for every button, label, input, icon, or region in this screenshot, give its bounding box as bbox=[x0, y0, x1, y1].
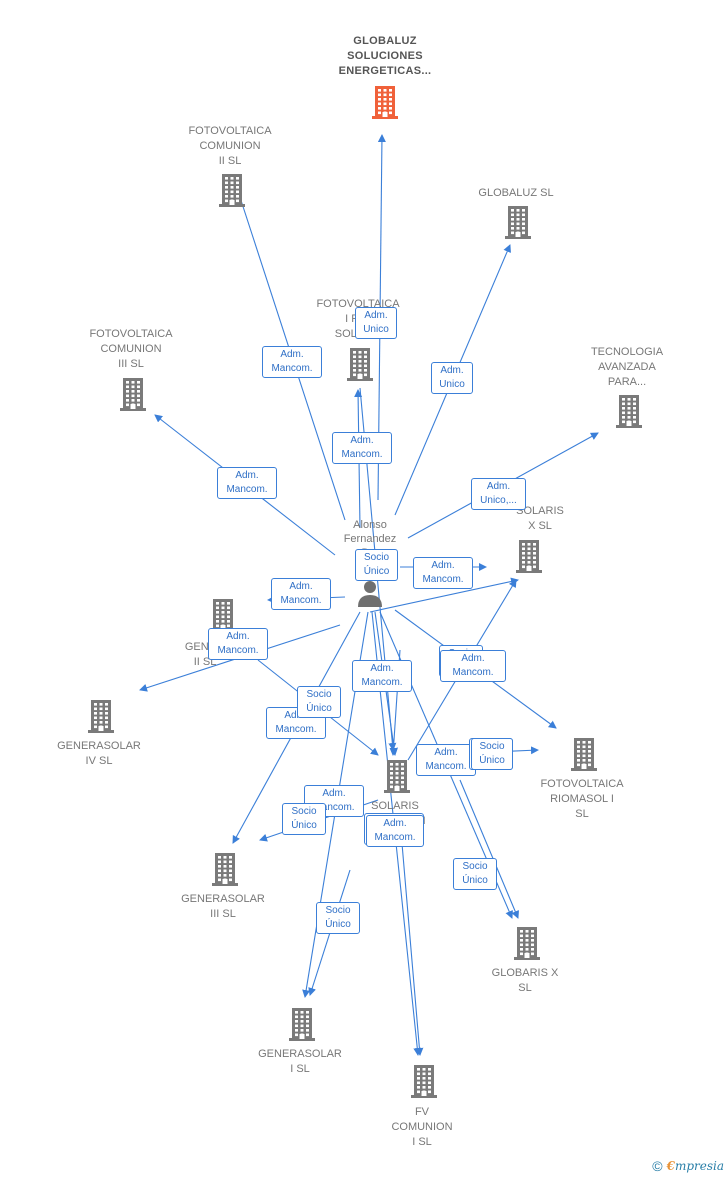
company-node-fv-comunion-ii[interactable]: FOTOVOLTAICA COMUNION II SL bbox=[170, 124, 290, 169]
relation-edge bbox=[399, 819, 424, 1056]
role-label[interactable]: Adm. Mancom. bbox=[352, 660, 412, 692]
person-icon bbox=[358, 581, 382, 607]
company-label: SOLARIS X SL bbox=[516, 505, 564, 532]
role-label[interactable]: Adm. Mancom. bbox=[413, 557, 473, 589]
company-label: GENERASOLAR IV SL bbox=[57, 740, 141, 767]
building-icon[interactable] bbox=[382, 759, 412, 798]
company-node-globaluz-soluciones[interactable]: GLOBALUZ SOLUCIONES ENERGETICAS... bbox=[325, 34, 445, 79]
company-node-globaluz-sl[interactable]: GLOBALUZ SL bbox=[456, 186, 576, 201]
company-label: GENERASOLAR I SL bbox=[258, 1048, 342, 1075]
relation-edge bbox=[369, 577, 519, 613]
role-label[interactable]: Adm. Mancom. bbox=[366, 815, 424, 847]
company-label: GLOBARIS X SL bbox=[491, 967, 559, 994]
building-icon[interactable] bbox=[86, 699, 116, 738]
role-label[interactable]: Socio Único bbox=[316, 902, 360, 934]
role-label[interactable]: Adm. Mancom. bbox=[208, 628, 268, 660]
building-icon[interactable] bbox=[208, 598, 238, 637]
copyright-symbol: © bbox=[652, 1158, 663, 1174]
role-label[interactable]: Adm. Mancom. bbox=[217, 467, 277, 499]
company-node-generasolar-iv[interactable]: GENERASOLAR IV SL bbox=[39, 739, 159, 769]
building-icon[interactable] bbox=[503, 205, 533, 244]
footer-brand: © €mpresia bbox=[652, 1158, 724, 1174]
building-icon[interactable] bbox=[569, 737, 599, 776]
company-label: FV COMUNION I SL bbox=[391, 1106, 453, 1148]
relation-edge bbox=[459, 779, 519, 919]
company-node-solaris-x[interactable]: SOLARIS X SL bbox=[480, 504, 600, 534]
role-label[interactable]: Adm. Mancom. bbox=[416, 744, 476, 776]
role-label[interactable]: Adm. Mancom. bbox=[332, 432, 392, 464]
building-icon[interactable] bbox=[512, 926, 542, 965]
company-node-generasolar-iii[interactable]: GENERASOLAR III SL bbox=[163, 892, 283, 922]
role-label[interactable]: Socio Único bbox=[453, 858, 497, 890]
building-icon[interactable] bbox=[217, 173, 247, 212]
building-icon-highlighted[interactable] bbox=[370, 85, 400, 124]
company-node-globaris-x[interactable]: GLOBARIS X SL bbox=[465, 966, 585, 996]
building-icon[interactable] bbox=[118, 377, 148, 416]
company-node-generasolar-i[interactable]: GENERASOLAR I SL bbox=[240, 1047, 360, 1077]
role-label[interactable]: Socio Único bbox=[297, 686, 341, 718]
company-label: GLOBALUZ SOLUCIONES ENERGETICAS... bbox=[338, 35, 432, 77]
role-label[interactable]: Adm. Unico bbox=[355, 307, 397, 339]
company-node-tecnologia[interactable]: TECNOLOGIA AVANZADA PARA... bbox=[567, 345, 687, 390]
role-label[interactable]: Adm. Mancom. bbox=[440, 650, 506, 682]
building-icon[interactable] bbox=[614, 394, 644, 433]
role-label[interactable]: Adm. Unico,... bbox=[471, 478, 526, 510]
role-label[interactable]: Adm. Unico bbox=[431, 362, 473, 394]
company-label: FOTOVOLTAICA RIOMASOL I SL bbox=[540, 778, 624, 820]
building-icon[interactable] bbox=[345, 347, 375, 386]
company-label: TECNOLOGIA AVANZADA PARA... bbox=[590, 346, 664, 388]
building-icon[interactable] bbox=[210, 852, 240, 891]
building-icon[interactable] bbox=[287, 1007, 317, 1046]
empresia-logo: €mpresia bbox=[666, 1159, 724, 1173]
company-label: FOTOVOLTAICA COMUNION III SL bbox=[89, 328, 173, 370]
company-label: GLOBALUZ SL bbox=[478, 187, 554, 199]
building-icon[interactable] bbox=[514, 539, 544, 578]
company-node-fv-riomasol-i[interactable]: FOTOVOLTAICA RIOMASOL I SL bbox=[522, 777, 642, 822]
company-node-fv-comunion-i[interactable]: FV COMUNION I SL bbox=[362, 1105, 482, 1150]
role-label[interactable]: Socio Único bbox=[471, 738, 513, 770]
company-node-fv-comunion-iii[interactable]: FOTOVOLTAICA COMUNION III SL bbox=[71, 327, 191, 372]
role-label[interactable]: Adm. Mancom. bbox=[262, 346, 322, 378]
role-label[interactable]: Socio Único bbox=[282, 803, 326, 835]
company-label: FOTOVOLTAICA COMUNION II SL bbox=[188, 125, 272, 167]
company-label: GENERASOLAR III SL bbox=[181, 893, 265, 920]
role-label[interactable]: Socio Único bbox=[355, 549, 398, 581]
building-icon[interactable] bbox=[409, 1064, 439, 1103]
role-label[interactable]: Adm. Mancom. bbox=[271, 578, 331, 610]
